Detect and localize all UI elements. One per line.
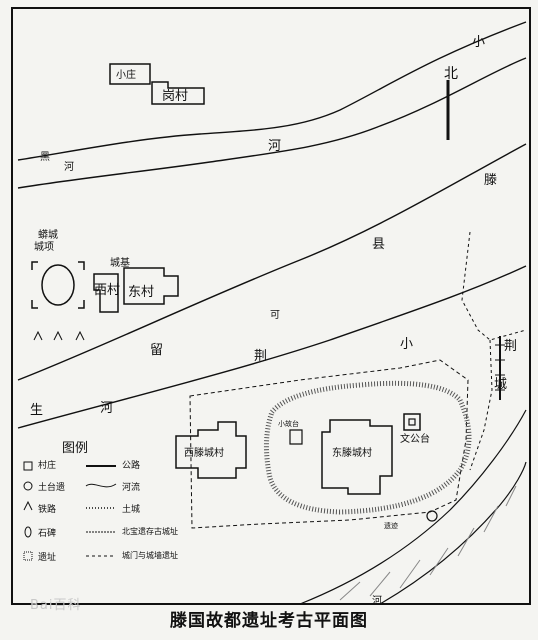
river-label-xiao-upper: 小 bbox=[472, 35, 485, 50]
label-bingcheng-sub: 城项 bbox=[34, 241, 54, 253]
village-xicun bbox=[93, 273, 119, 313]
site-xiaogutai bbox=[289, 429, 303, 445]
village-xiaozhuang bbox=[109, 63, 151, 85]
label-gangcun: 岗村 bbox=[162, 89, 188, 104]
river-south bbox=[299, 409, 527, 605]
north-label: 北 bbox=[444, 66, 458, 82]
mound-markers bbox=[33, 330, 85, 341]
label-dongtengcheng: 东滕城村 bbox=[332, 446, 372, 459]
village-dongcun bbox=[123, 267, 179, 305]
river-liuhe-north bbox=[17, 143, 527, 381]
river-label-xiao-mid: 小 bbox=[400, 337, 413, 352]
river-heihe-bank bbox=[17, 57, 527, 189]
label-dongcun: 东村 bbox=[128, 285, 154, 300]
legend-title: 图例 bbox=[62, 441, 88, 456]
legend-label-cunzhuang: 村庄 bbox=[38, 461, 57, 471]
watermark: Bai百科 bbox=[30, 598, 82, 613]
river-label-cheng: 城 bbox=[494, 377, 507, 392]
legend-label-yizhi: 遗址 bbox=[38, 553, 57, 563]
river-label-sheng: 生 bbox=[30, 403, 43, 418]
label-xiaozhuang: 小庄 bbox=[116, 68, 136, 81]
legend-label-hanmu: 北宝遗存古城址 bbox=[122, 527, 178, 536]
village-xitengcheng bbox=[175, 421, 247, 479]
label-xitengcheng: 西滕城村 bbox=[184, 446, 224, 459]
label-xiaogutai: 小故台 bbox=[278, 419, 299, 428]
river-label-he: 河 bbox=[100, 401, 113, 416]
outer-city-wall bbox=[189, 359, 469, 529]
river-label-ke: 可 bbox=[270, 310, 280, 321]
earthen-mound bbox=[41, 264, 75, 306]
road-east bbox=[461, 231, 527, 341]
legend-label-gonglu: 公路 bbox=[122, 461, 141, 471]
legend-label-tucheng: 土城 bbox=[122, 505, 141, 515]
river-label-zhuo: 县 bbox=[372, 237, 385, 252]
river-label-liu: 留 bbox=[150, 343, 163, 358]
river-liuhe-south bbox=[17, 265, 527, 429]
mound-bracket bbox=[31, 261, 85, 309]
label-xicun: 西村 bbox=[94, 283, 120, 298]
legend: 图例 bbox=[23, 441, 117, 561]
legend-label-tielu: 铁路 bbox=[38, 505, 57, 515]
wengongtai-marker bbox=[403, 413, 421, 431]
village-gangcun bbox=[151, 81, 205, 105]
inner-city-wall bbox=[263, 380, 472, 515]
label-wengongtai: 文公台 bbox=[400, 432, 430, 445]
river-south-bank bbox=[379, 461, 527, 605]
river-label-jing-a: 荆 bbox=[254, 348, 267, 364]
road-south-east bbox=[469, 339, 493, 471]
river-label-heihe-3: 河 bbox=[268, 139, 281, 154]
legend-label-heliu: 河流 bbox=[122, 483, 141, 493]
legend-label-qiangji: 城门与城墙遗址 bbox=[122, 551, 178, 560]
map-frame bbox=[11, 7, 531, 605]
label-bianfeng: 城基 bbox=[110, 256, 130, 269]
river-label-heihe-2: 河 bbox=[64, 161, 74, 173]
label-liutiao: 遗迹 bbox=[384, 521, 398, 530]
river-label-jing-b: 荆 bbox=[504, 338, 517, 354]
river-heihe bbox=[17, 21, 527, 161]
legend-label-shibei: 石碑 bbox=[38, 529, 57, 539]
label-bingcheng: 蟒城 bbox=[38, 228, 58, 241]
legend-label-tutai: 土台遗 bbox=[38, 483, 66, 493]
river-south-hatch bbox=[339, 485, 517, 601]
river-label-teng: 滕 bbox=[484, 173, 497, 188]
village-dongtengcheng bbox=[321, 419, 393, 495]
stele-marker bbox=[426, 510, 438, 522]
map-title: 滕国故都遗址考古平面图 bbox=[170, 611, 368, 631]
river-label-heihe-1: 黑 bbox=[40, 151, 50, 163]
river-label-he-bottom: 河 bbox=[372, 595, 382, 607]
